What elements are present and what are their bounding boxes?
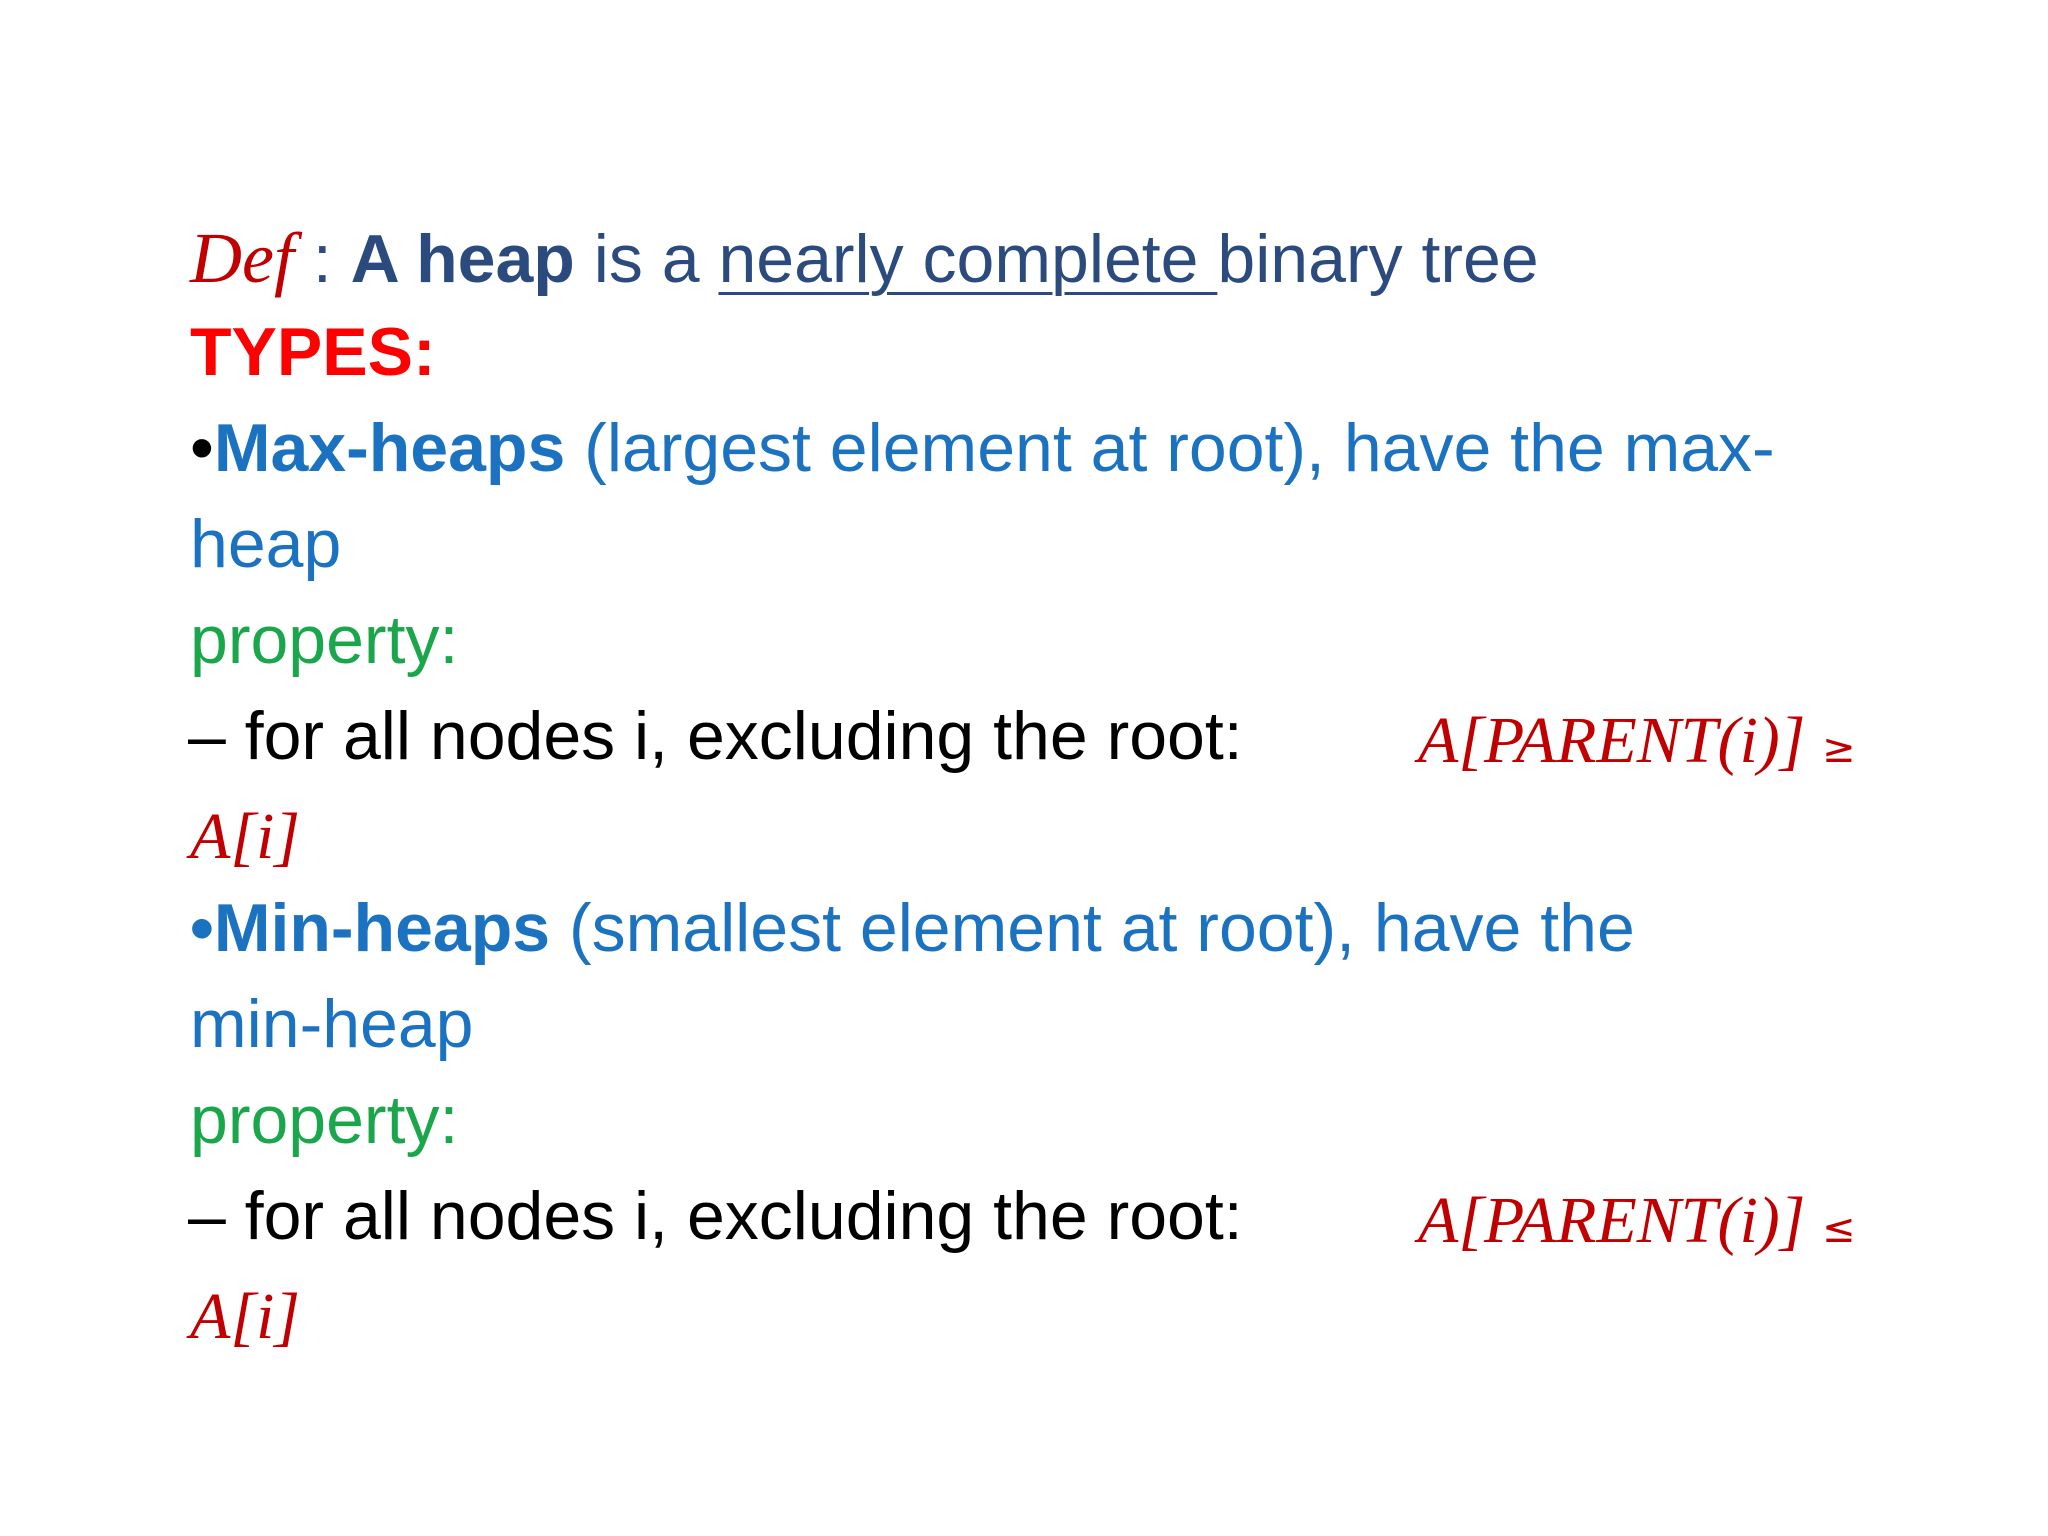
definition-line: Def : A heap is a nearly complete binary… <box>190 222 1539 294</box>
types-heading: TYPES: <box>190 314 436 390</box>
min-heap-desc-cont: min-heap <box>190 986 474 1062</box>
max-heap-property-label: property: <box>190 602 459 678</box>
bullet-icon: • <box>190 890 214 966</box>
min-heap-formula-cont: A[i] <box>190 1280 301 1353</box>
min-heap-formula-text: A[PARENT(i)] <box>1418 1184 1822 1257</box>
min-heap-rule: – for all nodes i, excluding the root: <box>188 1178 1243 1254</box>
min-heap-line: •Min-heaps (smallest element at root), h… <box>190 894 1635 962</box>
max-heap-line: •Max-heaps (largest element at root), ha… <box>190 414 1775 482</box>
min-heap-desc: (smallest element at root), have the <box>550 890 1635 966</box>
def-label: Def <box>190 218 294 298</box>
max-heap-name: Max-heaps <box>213 410 566 486</box>
max-heap-formula: A[PARENT(i)] ≥ <box>1418 708 1855 774</box>
def-verb: is a <box>574 221 719 297</box>
max-heap-desc-cont: heap <box>190 506 342 582</box>
less-equal-symbol: ≤ <box>1821 1206 1856 1252</box>
nearly-complete-phrase: nearly complete <box>718 221 1218 297</box>
heap-term: A heap <box>350 221 575 297</box>
def-rest: binary tree <box>1217 221 1539 297</box>
min-heap-formula: A[PARENT(i)] ≤ <box>1418 1188 1855 1254</box>
min-heap-name: Min-heaps <box>213 890 551 966</box>
max-heap-desc: (largest element at root), have the max- <box>565 410 1775 486</box>
max-heap-formula-text: A[PARENT(i)] <box>1418 704 1822 777</box>
bullet-icon: • <box>190 410 214 486</box>
max-heap-formula-cont: A[i] <box>190 800 301 873</box>
max-heap-rule: – for all nodes i, excluding the root: <box>188 698 1243 774</box>
def-colon: : <box>293 221 351 297</box>
greater-equal-symbol: ≥ <box>1821 726 1856 772</box>
min-heap-property-label: property: <box>190 1082 459 1158</box>
